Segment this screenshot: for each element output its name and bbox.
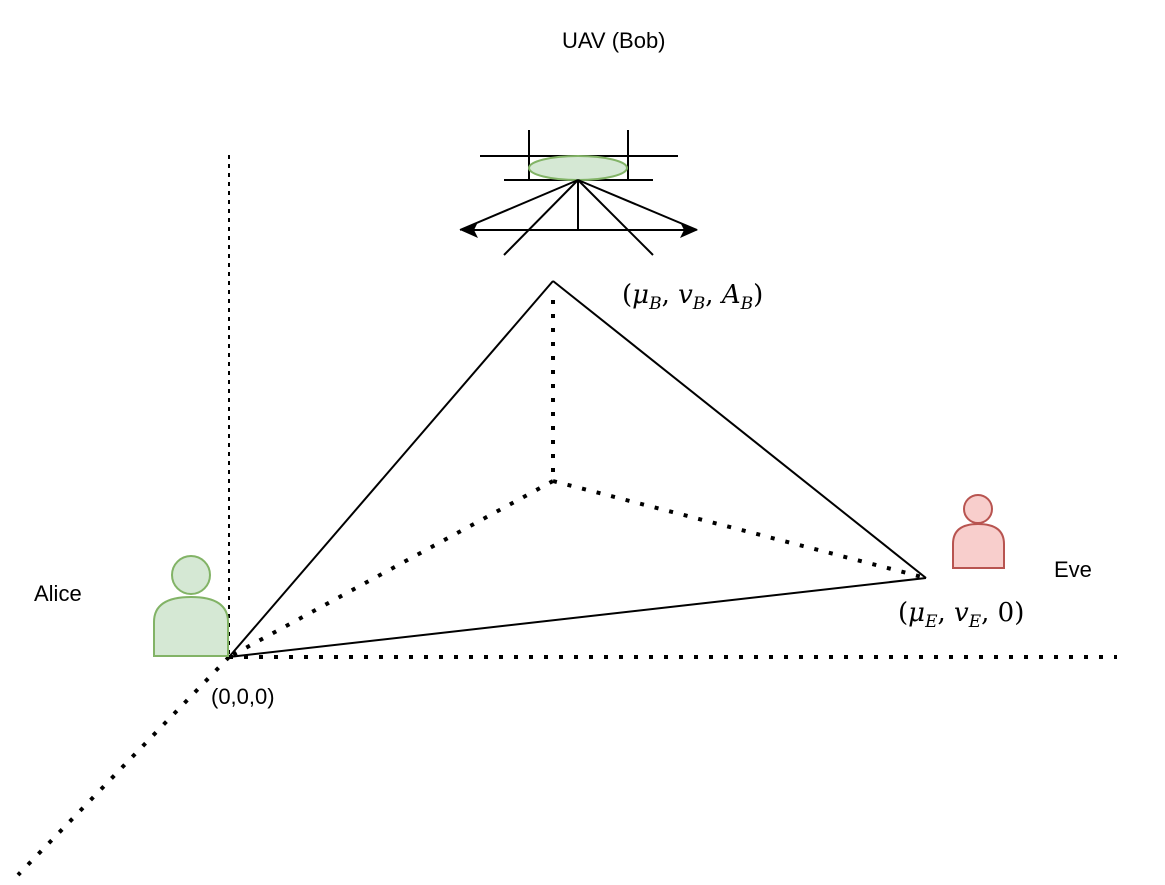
uav-label: UAV (Bob) xyxy=(562,28,666,53)
eve-mu-sub: E xyxy=(925,612,938,632)
alice-eve-link xyxy=(228,577,927,658)
eve-label: Eve xyxy=(1054,557,1092,582)
eve-mu: μ xyxy=(908,598,926,628)
bob-eve-link xyxy=(552,280,927,579)
eve-user-icon xyxy=(952,494,1005,569)
bob-ground-to-eve xyxy=(552,479,927,580)
eve-position-label: (μE, vE, 0) xyxy=(898,598,1025,632)
bob-position-label: (μB, vB, AB) xyxy=(622,280,764,314)
drone-icon xyxy=(459,130,698,256)
bob-a: A xyxy=(721,280,741,310)
bob-mu: μ xyxy=(632,280,650,310)
y-axis xyxy=(16,655,231,877)
eve-z: 0 xyxy=(997,598,1015,628)
alice-bob-link xyxy=(228,280,554,658)
bob-a-sub: B xyxy=(740,294,754,314)
bob-v: v xyxy=(678,280,693,310)
bob-mu-sub: B xyxy=(649,294,662,314)
eve-v: v xyxy=(954,598,969,628)
alice-user-icon xyxy=(153,555,229,657)
bob-ground-to-alice xyxy=(228,479,554,659)
origin-label: (0,0,0) xyxy=(211,684,275,709)
alice-label: Alice xyxy=(34,581,82,606)
bob-v-sub: B xyxy=(692,294,706,314)
eve-v-sub: E xyxy=(968,612,982,632)
